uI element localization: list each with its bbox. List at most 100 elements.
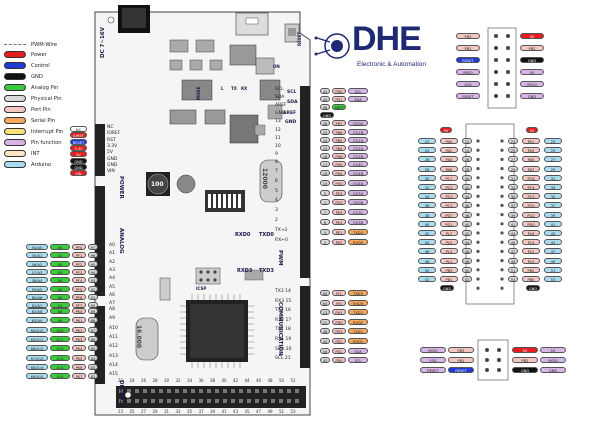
dh-right-port: PC4 xyxy=(522,184,540,190)
double-header xyxy=(465,123,515,305)
dh-left-arduino: 30 xyxy=(418,174,436,181)
right-fn: TXD3 xyxy=(348,290,368,296)
left-analog-arduino: 68/A14 xyxy=(26,363,48,370)
dh-left-num: 40 xyxy=(462,220,472,227)
left-analog-pin-name: A14 xyxy=(109,362,118,368)
dh-right-arduino: 39 xyxy=(544,211,562,218)
dh-left-port: PL1 xyxy=(440,257,458,264)
left-analog-pin-name: A9 xyxy=(109,316,115,322)
crystal-12000 xyxy=(259,159,283,203)
right-port: PH6 xyxy=(332,152,346,159)
right-fn: OC4B xyxy=(348,170,368,176)
right-num: 46 xyxy=(320,328,330,335)
bottom-digital-pin: 40 xyxy=(221,378,227,383)
left-analog-port: PF1 xyxy=(72,252,86,259)
dh-right-port: PB2 xyxy=(522,266,540,273)
dh-right-arduino: 51 xyxy=(544,266,562,273)
dh-left-arduino: 52 xyxy=(418,276,436,282)
on-led-label: ON xyxy=(273,64,280,69)
bottom-digital-pin: 29 xyxy=(152,409,158,414)
legend-swatch xyxy=(4,117,26,124)
pwm-header-label: PWM xyxy=(277,250,283,266)
dh-right-port: PC6 xyxy=(522,174,540,181)
bottom-digital-pin: 41 xyxy=(221,409,227,414)
dh-left-port: PC1 xyxy=(440,202,458,209)
left-analog-arduino: 69/A15 xyxy=(26,373,48,380)
dh-right-port: PL2 xyxy=(522,248,540,255)
left-analog-num: 85 xyxy=(88,345,98,352)
right-fn: OC3A xyxy=(348,189,368,196)
legend-label: Serial Pin xyxy=(31,117,56,124)
dh-right-port: PC0 xyxy=(522,202,540,209)
icsp-top-right-port: GND xyxy=(520,57,544,63)
dh-left-num: 26 xyxy=(462,156,472,163)
left-analog-pin-name: A10 xyxy=(109,325,118,331)
dh-hole xyxy=(476,139,480,143)
left-analog-tag: A11 xyxy=(50,335,70,342)
dh-hole xyxy=(476,240,480,244)
dh-left-num: 24 xyxy=(462,147,472,154)
dh-left-num: 46 xyxy=(462,248,472,255)
left-power-pin-name: IOREF xyxy=(107,131,121,137)
legend-row: Interrupt Pin xyxy=(4,127,63,136)
legend-row: INT xyxy=(4,149,40,158)
dh-hole xyxy=(500,231,504,235)
right-port: PJ1 xyxy=(332,290,346,296)
dh-right-arduino: 29 xyxy=(544,165,562,172)
bottom-digital-pin: 35 xyxy=(187,409,193,414)
right-num: 24 xyxy=(320,136,330,143)
dh-right-arduino: 33 xyxy=(544,184,562,190)
dh-hole xyxy=(500,167,504,171)
dh-left-arduino: 22 xyxy=(418,138,436,144)
bottom-digital-pin: 27 xyxy=(141,409,147,414)
right-port: PJ0 xyxy=(332,299,346,306)
dh-right-num: 45 xyxy=(508,239,518,246)
bottom-digital-pin: 30 xyxy=(164,378,170,383)
left-analog-tag: A2 xyxy=(50,260,70,267)
right-port: PD1 xyxy=(332,96,346,103)
legend-row: Physical Pin xyxy=(4,94,62,103)
crystal2-label: 16.000 xyxy=(135,325,142,349)
left-analog-port: PK6 xyxy=(72,363,86,370)
right-fn: OC2A xyxy=(348,144,368,151)
dh-right-num: 37 xyxy=(508,202,518,209)
dhe-logo xyxy=(314,33,350,59)
left-power-tag: GND xyxy=(70,163,87,170)
legend-swatch xyxy=(4,106,26,113)
mode-label: MODE xyxy=(196,86,201,100)
dh-right-arduino: 47 xyxy=(544,248,562,255)
right-port: PE4 xyxy=(332,219,346,225)
legend-label: Arduino xyxy=(31,161,52,168)
right-port: PH5 xyxy=(332,160,346,167)
right-pin-name: TX2 16 xyxy=(275,308,291,314)
legend-row: Control xyxy=(4,61,50,70)
left-analog-tag: A15 xyxy=(50,373,70,380)
legend-label: GND xyxy=(31,73,43,80)
left-analog-port: PK7 xyxy=(72,373,86,380)
right-num: 64 xyxy=(320,290,330,296)
icsp-top-right-port: 5V xyxy=(520,33,544,39)
left-analog-tag: A6 xyxy=(50,293,70,300)
bottom-digital-pin: 44 xyxy=(244,378,250,383)
left-analog-tag: A8 xyxy=(50,308,70,314)
left-power-pin-name: 3.3V xyxy=(107,143,118,149)
dh-left-arduino: 42 xyxy=(418,230,436,236)
left-analog-tag: A1 xyxy=(50,252,70,259)
icsp-top-right-fn: GND xyxy=(520,93,544,99)
right-num: 25 xyxy=(320,128,330,135)
bottom-digital-pin: 37 xyxy=(198,409,204,414)
right-num: 43 xyxy=(320,88,330,94)
legend-swatch xyxy=(4,62,26,69)
bottom-digital-pin: 51 xyxy=(279,409,285,414)
legend-row: Serial Pin xyxy=(4,116,55,125)
right-port: PB5 xyxy=(332,136,346,143)
left-analog-arduino: 57/A3 xyxy=(26,268,48,275)
dh-right-arduino: 43 xyxy=(544,230,562,236)
bottom-digital-pin: 43 xyxy=(233,409,239,414)
dh-right-port: PA3 xyxy=(522,147,540,154)
icsp-bottom-right-port: PB2 xyxy=(512,357,538,363)
scl-board-label: SCL xyxy=(287,90,297,95)
right-pin-name: 3 xyxy=(275,208,278,214)
left-header-analog xyxy=(95,186,105,296)
right-port: PH1 xyxy=(332,309,346,316)
